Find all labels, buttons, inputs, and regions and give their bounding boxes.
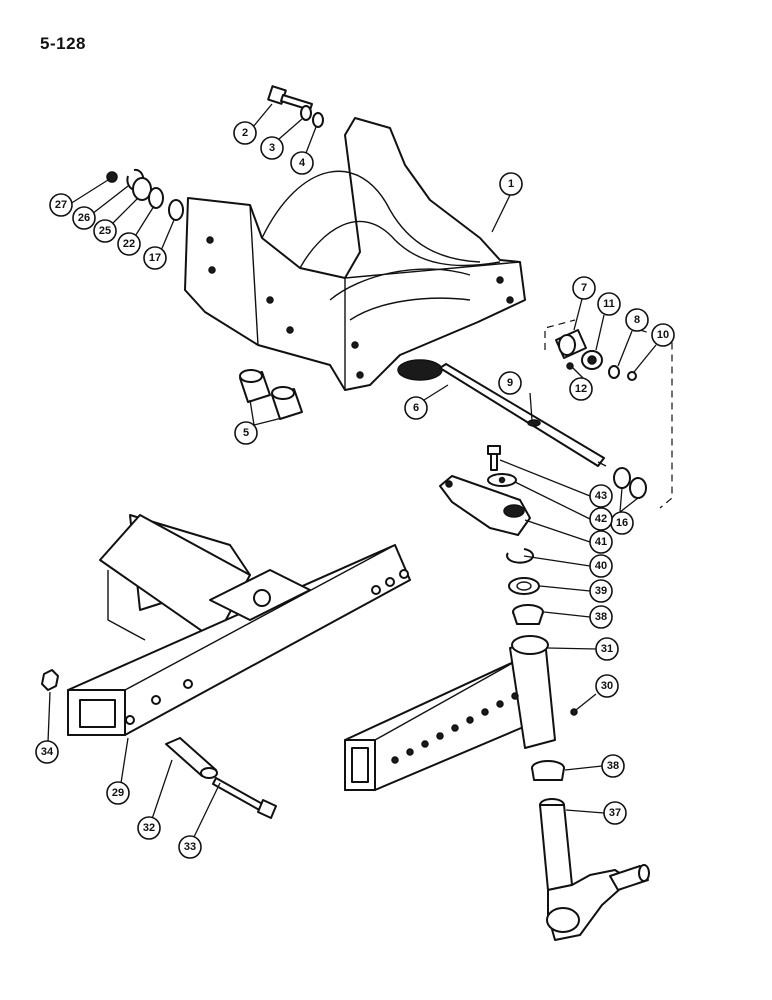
svg-text:27: 27	[55, 199, 67, 211]
svg-text:7: 7	[581, 282, 587, 294]
svg-text:9: 9	[507, 377, 513, 389]
svg-text:12: 12	[575, 383, 587, 395]
callout-29: 29	[106, 781, 130, 805]
svg-text:37: 37	[609, 807, 621, 819]
svg-text:40: 40	[595, 560, 607, 572]
svg-text:16: 16	[616, 517, 628, 529]
lower-bushing	[531, 760, 565, 781]
bushings	[239, 369, 303, 420]
svg-text:43: 43	[595, 490, 607, 502]
svg-text:17: 17	[149, 252, 161, 264]
callout-4: 4	[290, 151, 314, 175]
spacer-and-bolt	[165, 737, 277, 819]
callout-11: 11	[597, 292, 621, 316]
pin-retainer-hardware	[555, 329, 637, 381]
callout-31: 31	[595, 637, 619, 661]
svg-text:2: 2	[242, 127, 248, 139]
callout-37: 37	[603, 801, 627, 825]
callout-39: 39	[589, 579, 613, 603]
callout-40: 40	[589, 554, 613, 578]
steering-arm-assembly	[439, 445, 531, 536]
callout-22: 22	[117, 232, 141, 256]
axle-support-frame	[184, 117, 526, 391]
leader-lines	[47, 103, 657, 840]
callout-9: 9	[498, 371, 522, 395]
svg-text:10: 10	[657, 329, 669, 341]
callout-10: 10	[651, 323, 675, 347]
callout-27: 27	[49, 193, 73, 217]
callout-34: 34	[35, 740, 59, 764]
callout-5: 5	[234, 421, 258, 445]
svg-text:25: 25	[99, 225, 111, 237]
callout-38-upper: 38	[589, 605, 613, 629]
callout-25: 25	[93, 219, 117, 243]
left-pivot-hardware	[106, 168, 184, 221]
callout-43: 43	[589, 484, 613, 508]
svg-text:38: 38	[595, 611, 607, 623]
svg-text:33: 33	[184, 841, 196, 853]
svg-text:41: 41	[595, 536, 607, 548]
callout-3: 3	[260, 136, 284, 160]
svg-text:26: 26	[78, 212, 90, 224]
svg-text:3: 3	[269, 142, 275, 154]
axle-extension	[344, 635, 556, 791]
callout-7: 7	[572, 276, 596, 300]
svg-text:6: 6	[413, 402, 419, 414]
svg-text:1: 1	[508, 178, 514, 190]
callout-6: 6	[404, 396, 428, 420]
callout-32: 32	[137, 816, 161, 840]
callout-38-lower: 38	[601, 754, 625, 778]
spindle-upper-hardware	[506, 548, 544, 625]
svg-text:38: 38	[607, 760, 619, 772]
svg-text:8: 8	[634, 314, 640, 326]
callout-1: 1	[499, 172, 523, 196]
svg-text:34: 34	[41, 746, 54, 758]
svg-text:42: 42	[595, 513, 607, 525]
callout-2: 2	[233, 121, 257, 145]
svg-text:39: 39	[595, 585, 607, 597]
set-screw	[570, 708, 578, 716]
svg-text:11: 11	[603, 298, 615, 310]
callout-16: 16	[610, 511, 634, 535]
pin-washers	[613, 467, 647, 499]
callout-42: 42	[589, 507, 613, 531]
axle-main-beam	[67, 514, 411, 736]
svg-text:29: 29	[112, 787, 124, 799]
frame-bolt-and-washers	[267, 85, 324, 128]
callout-41: 41	[589, 530, 613, 554]
nut	[41, 669, 59, 691]
svg-text:30: 30	[601, 680, 613, 692]
pivot-pin	[439, 363, 607, 467]
page-number: 5-128	[40, 34, 86, 53]
callout-26: 26	[72, 206, 96, 230]
svg-text:22: 22	[123, 238, 135, 250]
spindle	[539, 798, 650, 941]
svg-text:32: 32	[143, 822, 155, 834]
callout-30: 30	[595, 674, 619, 698]
svg-text:4: 4	[299, 157, 306, 169]
callout-33: 33	[178, 835, 202, 859]
callout-12: 12	[569, 377, 593, 401]
svg-text:5: 5	[243, 427, 249, 439]
callout-17: 17	[143, 246, 167, 270]
svg-text:31: 31	[601, 643, 613, 655]
callout-8: 8	[625, 308, 649, 332]
